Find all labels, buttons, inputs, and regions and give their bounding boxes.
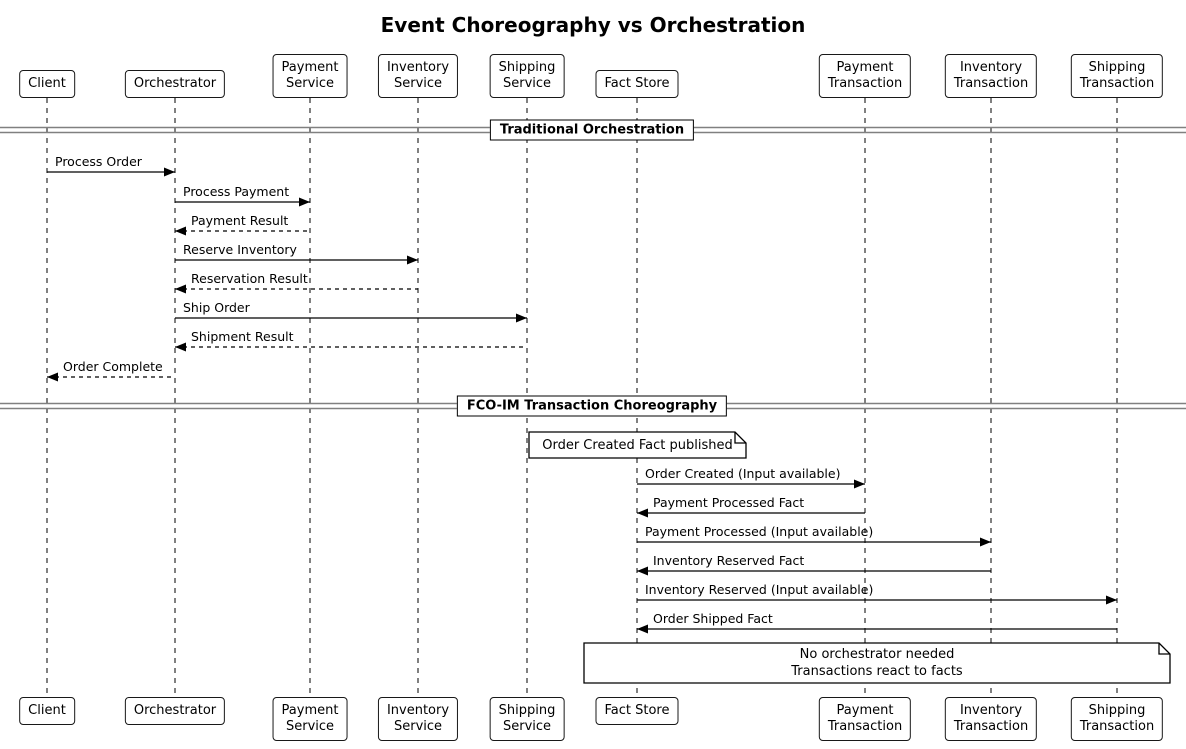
- arrowhead-payment-processed-input-available: [980, 537, 991, 547]
- note-line: No orchestrator needed: [799, 647, 955, 662]
- arrowhead-reserve-inventory: [407, 255, 418, 265]
- actor-label-line: Inventory: [386, 703, 450, 718]
- actor-bottom-orchestrator: Orchestrator: [124, 697, 226, 725]
- message-label-payment-processed-input-available: Payment Processed (Input available): [645, 524, 874, 539]
- arrowhead-shipment-result: [175, 342, 186, 352]
- message-label-inventory-reserved-fact: Inventory Reserved Fact: [653, 553, 805, 568]
- actor-label-line: Orchestrator: [133, 76, 217, 91]
- note-text-1: Order Created Fact published: [529, 432, 746, 458]
- actor-label-line: Service: [502, 76, 552, 91]
- diagram-title: Event Choreography vs Orchestration: [380, 13, 806, 37]
- actor-top-orchestrator: Orchestrator: [124, 70, 226, 98]
- actor-label-line: Inventory: [959, 60, 1023, 75]
- actor-label-line: Shipping: [1088, 703, 1146, 718]
- note-shape-2: [583, 642, 1171, 684]
- message-label-order-complete: Order Complete: [63, 359, 163, 374]
- actor-label-line: Transaction: [953, 719, 1029, 734]
- message-label-process-payment: Process Payment: [183, 184, 290, 199]
- arrowhead-inventory-reserved-fact: [637, 566, 648, 576]
- message-label-shipment-result: Shipment Result: [191, 329, 294, 344]
- actor-label-line: Client: [28, 703, 66, 718]
- message-label-reserve-inventory: Reserve Inventory: [183, 242, 297, 257]
- message-label-payment-processed-fact: Payment Processed Fact: [653, 495, 805, 510]
- actor-label-line: Fact Store: [604, 76, 670, 91]
- actor-label-line: Transaction: [1079, 719, 1155, 734]
- note-fold-icon: [734, 432, 746, 444]
- note-shape-1: [528, 431, 747, 459]
- arrowhead-process-payment: [299, 197, 310, 207]
- actor-top-client: Client: [19, 70, 75, 98]
- note-line: Order Created Fact published: [542, 437, 733, 453]
- arrowhead-payment-processed-fact: [637, 508, 648, 518]
- arrowhead-process-order: [164, 167, 175, 177]
- actor-label-line: Service: [393, 76, 443, 91]
- actor-label-line: Payment: [836, 60, 894, 75]
- actor-label-line: Orchestrator: [133, 703, 217, 718]
- arrowhead-inventory-reserved-input-available: [1106, 595, 1117, 605]
- actor-label-line: Inventory: [959, 703, 1023, 718]
- message-label-order-shipped-fact: Order Shipped Fact: [653, 611, 773, 626]
- actor-label-line: Inventory: [386, 60, 450, 75]
- actor-bottom-fact-store: Fact Store: [595, 697, 679, 725]
- message-label-inventory-reserved-input-available: Inventory Reserved (Input available): [645, 582, 874, 597]
- actor-label-line: Service: [393, 719, 443, 734]
- actor-label-line: Transaction: [953, 76, 1029, 91]
- actor-label-line: Service: [285, 76, 335, 91]
- divider-label-traditional-orchestration: Traditional Orchestration: [489, 119, 695, 141]
- actor-label-line: Payment: [281, 703, 339, 718]
- arrowhead-order-complete: [47, 372, 58, 382]
- actor-label-line: Shipping: [498, 60, 556, 75]
- arrowhead-order-created-input-available: [854, 479, 865, 489]
- note-fold-icon: [1158, 643, 1170, 655]
- message-label-process-order: Process Order: [55, 154, 142, 169]
- message-label-order-created-input-available: Order Created (Input available): [645, 466, 841, 481]
- actor-label-line: Service: [285, 719, 335, 734]
- note-line: Transactions react to facts: [791, 664, 963, 679]
- message-label-payment-result: Payment Result: [191, 213, 289, 228]
- actor-label-line: Shipping: [498, 703, 556, 718]
- actor-label-line: Fact Store: [604, 703, 670, 718]
- actor-label-line: Service: [502, 719, 552, 734]
- actor-top-fact-store: Fact Store: [595, 70, 679, 98]
- actor-bottom-client: Client: [19, 697, 75, 725]
- actor-label-line: Payment: [281, 60, 339, 75]
- arrowhead-ship-order: [516, 313, 527, 323]
- actor-label-line: Transaction: [827, 719, 903, 734]
- message-label-reservation-result: Reservation Result: [191, 271, 308, 286]
- arrowhead-reservation-result: [175, 284, 186, 294]
- arrowhead-payment-result: [175, 226, 186, 236]
- actor-label-line: Payment: [836, 703, 894, 718]
- actor-label-line: Client: [28, 76, 66, 91]
- arrowhead-order-shipped-fact: [637, 624, 648, 634]
- message-label-ship-order: Ship Order: [183, 300, 250, 315]
- actor-label-line: Shipping: [1088, 60, 1146, 75]
- actor-label-line: Transaction: [827, 76, 903, 91]
- divider-label-fco-im-transaction-choreography: FCO-IM Transaction Choreography: [456, 395, 728, 417]
- actor-label-line: Transaction: [1079, 76, 1155, 91]
